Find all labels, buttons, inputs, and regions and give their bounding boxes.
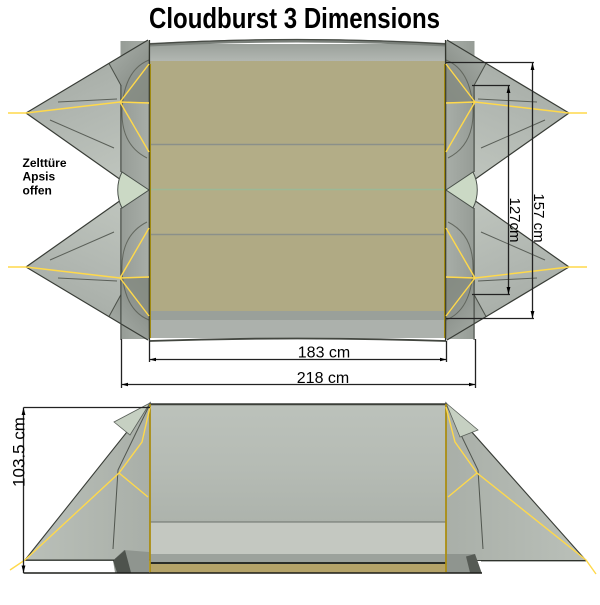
svg-text:Zelttüre: Zelttüre <box>23 156 67 170</box>
svg-text:Cloudburst 3 Dimensions: Cloudburst 3 Dimensions <box>149 3 440 35</box>
svg-text:offen: offen <box>23 184 52 198</box>
svg-text:127cm: 127cm <box>506 197 523 242</box>
svg-text:157 cm: 157 cm <box>530 193 547 242</box>
svg-text:Apsis: Apsis <box>23 170 56 184</box>
svg-text:218 cm: 218 cm <box>297 370 349 387</box>
svg-text:183 cm: 183 cm <box>298 345 350 362</box>
svg-text:103.5 cm: 103.5 cm <box>10 417 29 487</box>
